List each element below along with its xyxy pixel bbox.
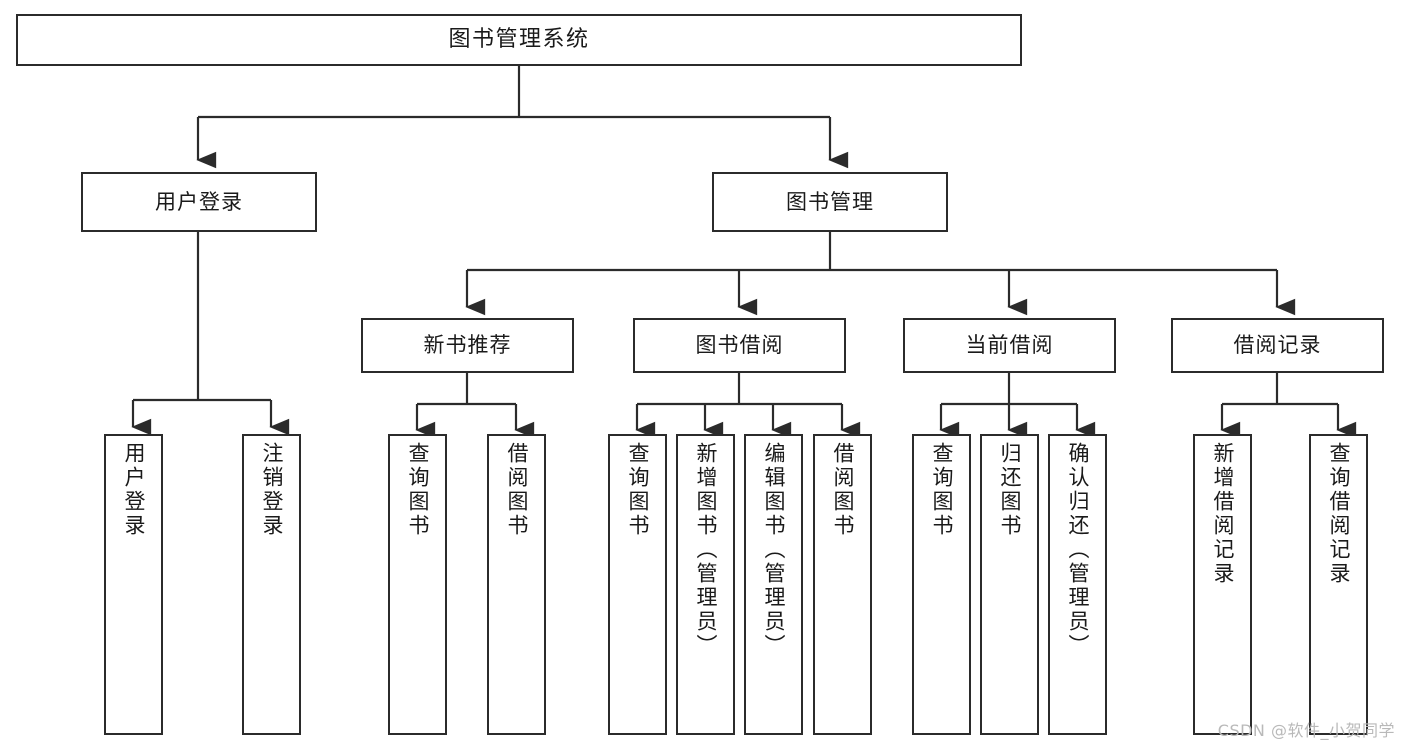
node-label: 查询借阅记录 (1327, 442, 1351, 586)
node-leaf-add-book-admin[interactable]: 新增图书（管理员） (676, 434, 735, 735)
node-label: 归还图书 (998, 442, 1022, 538)
node-leaf-logout[interactable]: 注销登录 (242, 434, 301, 735)
node-leaf-query-book-borrowing[interactable]: 查询图书 (608, 434, 667, 735)
node-label: 用户登录 (155, 189, 243, 214)
node-label: 借阅图书 (505, 442, 529, 538)
node-leaf-query-borrow-record[interactable]: 查询借阅记录 (1309, 434, 1368, 735)
node-label: 新书推荐 (423, 333, 512, 358)
node-label: 新增借阅记录 (1211, 442, 1235, 586)
csdn-watermark: CSDN @软件_小贺同学 (1217, 721, 1395, 740)
node-label: 查询图书 (626, 442, 650, 538)
node-leaf-query-book-current[interactable]: 查询图书 (912, 434, 971, 735)
node-leaf-return-book[interactable]: 归还图书 (980, 434, 1039, 735)
node-leaf-query-book-recommendation[interactable]: 查询图书 (388, 434, 447, 735)
node-leaf-borrow-book[interactable]: 借阅图书 (813, 434, 872, 735)
node-leaf-user-login[interactable]: 用户登录 (104, 434, 163, 735)
node-label: 新增图书（管理员） (694, 442, 718, 658)
node-label: 确认归还（管理员） (1066, 442, 1090, 658)
node-label: 查询图书 (930, 442, 954, 538)
node-label: 编辑图书（管理员） (762, 442, 786, 658)
node-label: 图书借阅 (695, 333, 784, 358)
node-new-book-recommendation[interactable]: 新书推荐 (361, 318, 574, 373)
node-label: 借阅图书 (831, 442, 855, 538)
node-root-book-management-system[interactable]: 图书管理系统 (16, 14, 1022, 66)
node-book-management[interactable]: 图书管理 (712, 172, 948, 232)
node-label: 当前借阅 (965, 333, 1054, 358)
node-label: 借阅记录 (1233, 333, 1322, 358)
node-label: 图书管理 (786, 189, 874, 214)
node-borrowing-record[interactable]: 借阅记录 (1171, 318, 1384, 373)
node-leaf-add-borrow-record[interactable]: 新增借阅记录 (1193, 434, 1252, 735)
node-user-login[interactable]: 用户登录 (81, 172, 317, 232)
node-label: 注销登录 (260, 442, 284, 538)
node-label: 图书管理系统 (448, 27, 590, 53)
node-label: 用户登录 (122, 442, 146, 538)
node-book-borrowing[interactable]: 图书借阅 (633, 318, 846, 373)
node-leaf-confirm-return-admin[interactable]: 确认归还（管理员） (1048, 434, 1107, 735)
node-label: 查询图书 (406, 442, 430, 538)
node-leaf-edit-book-admin[interactable]: 编辑图书（管理员） (744, 434, 803, 735)
node-current-borrowing[interactable]: 当前借阅 (903, 318, 1116, 373)
node-leaf-borrow-book-recommendation[interactable]: 借阅图书 (487, 434, 546, 735)
